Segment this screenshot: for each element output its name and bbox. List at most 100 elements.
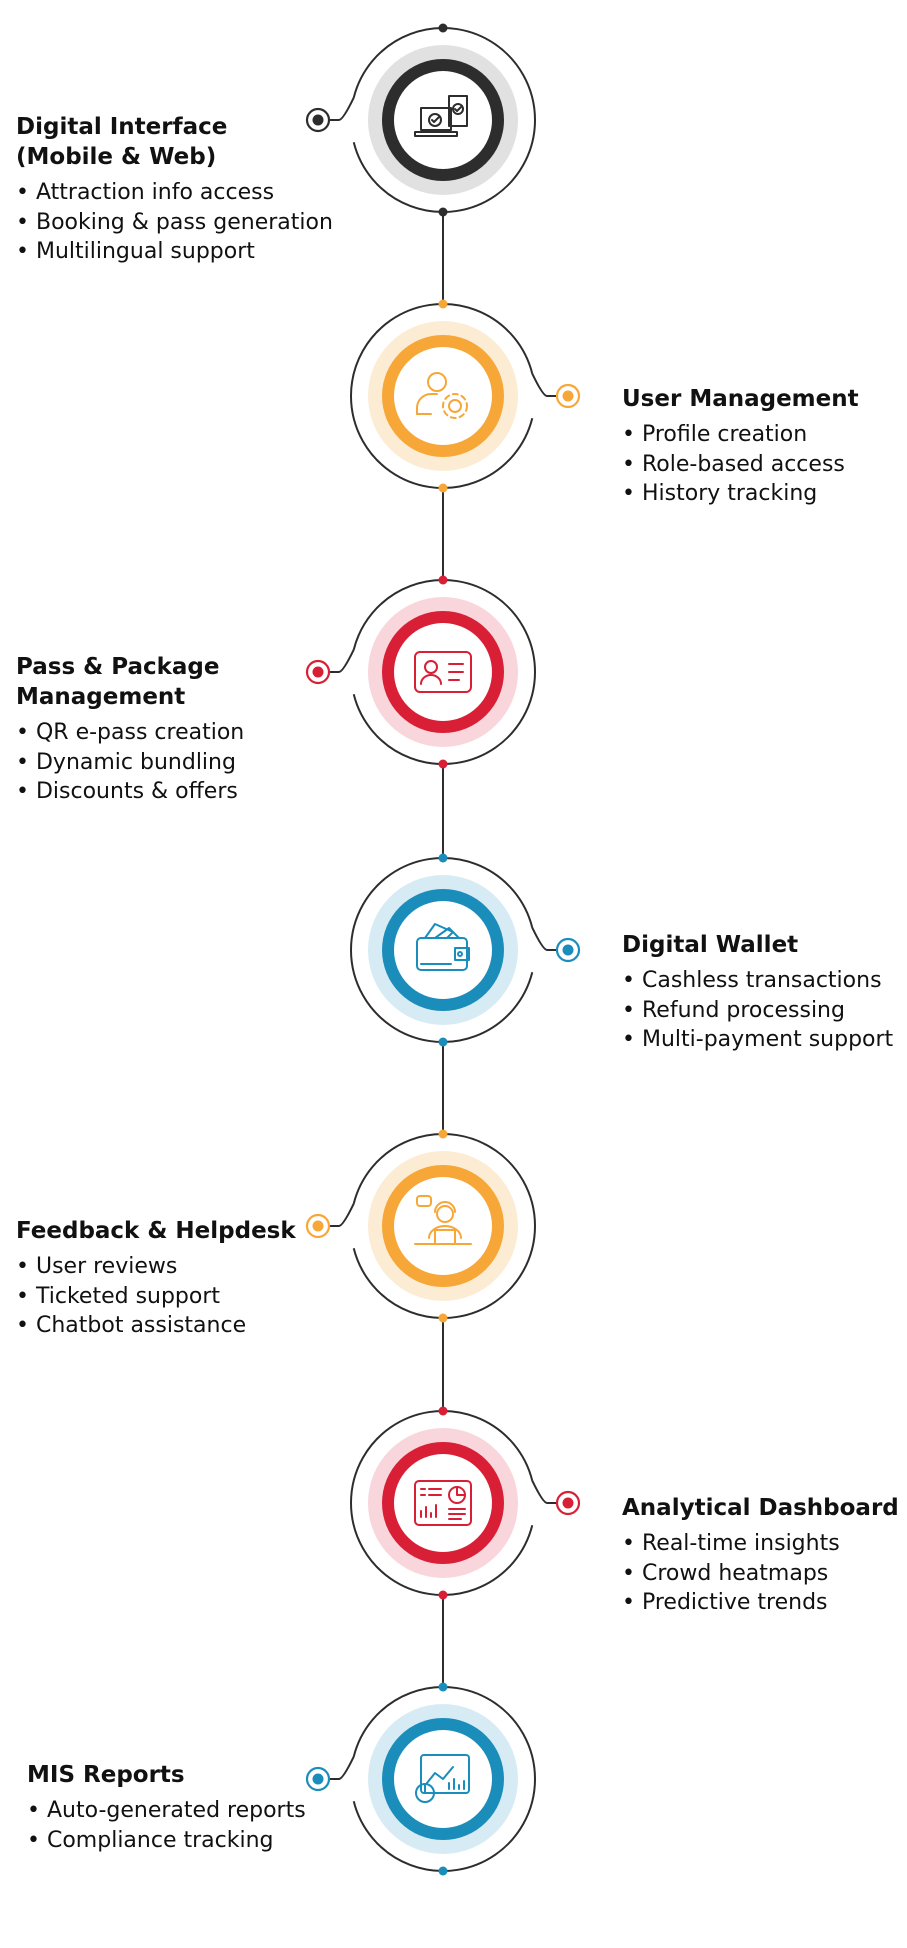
- step-title: Feedback & Helpdesk: [16, 1216, 296, 1246]
- bottom-dot: [438, 207, 448, 217]
- step-bullets: Attraction info accessBooking & pass gen…: [16, 178, 333, 267]
- bullet-item: Discounts & offers: [16, 777, 244, 807]
- stub-line: [328, 97, 355, 121]
- step-block-2: User ManagementProfile creationRole-base…: [622, 384, 859, 509]
- screen: [414, 1480, 472, 1526]
- bullet-item: Attraction info access: [16, 178, 333, 208]
- laptop-base: [414, 131, 458, 137]
- bottom-dot: [438, 483, 448, 493]
- step-title-line: Management: [16, 684, 186, 710]
- bullet-item: Multi-payment support: [622, 1025, 893, 1055]
- phone-outline: [448, 95, 468, 127]
- outer-arc: [352, 27, 536, 213]
- helpdesk-agent-icon: [414, 1195, 472, 1245]
- step-title-line: Digital Interface: [16, 114, 228, 140]
- gear-teeth: [442, 393, 468, 419]
- chat-bubble: [416, 1195, 432, 1207]
- step-block-6: Analytical DashboardReal-time insightsCr…: [622, 1493, 899, 1618]
- mini-bars: [448, 1778, 465, 1790]
- bottom-dot: [438, 1866, 448, 1876]
- stub-line: [328, 649, 355, 673]
- bullet-item: Chatbot assistance: [16, 1311, 296, 1341]
- outer-arc: [350, 303, 534, 489]
- id-card-icon: [414, 651, 472, 693]
- end-marker-dot: [562, 390, 574, 402]
- step-title-line: Analytical Dashboard: [622, 1495, 899, 1521]
- head: [427, 372, 447, 392]
- stub-line: [531, 927, 558, 951]
- outer-arc: [350, 1410, 534, 1596]
- step-bullets: Auto-generated reportsCompliance trackin…: [27, 1796, 306, 1855]
- inner-disc: [394, 347, 492, 445]
- step-node-2: [350, 299, 581, 493]
- bullet-item: QR e-pass creation: [16, 718, 244, 748]
- bullet-item: Profile creation: [622, 420, 859, 450]
- step-title-line: Pass & Package: [16, 654, 220, 680]
- board: [420, 1754, 470, 1794]
- wallet-icon: [416, 923, 470, 971]
- stub-line: [328, 1203, 355, 1227]
- outer-arc: [350, 857, 534, 1043]
- step-title-line: (Mobile & Web): [16, 144, 217, 170]
- bullet-item: User reviews: [16, 1252, 296, 1282]
- outer-arc: [352, 1686, 536, 1872]
- step-title: MIS Reports: [27, 1760, 306, 1790]
- card-head: [424, 660, 438, 674]
- top-dot: [438, 1682, 448, 1692]
- text-lines: [420, 1488, 442, 1496]
- dashboard-icon: [414, 1480, 472, 1526]
- laptop-screen: [420, 107, 452, 131]
- step-bullets: QR e-pass creationDynamic bundlingDiscou…: [16, 718, 244, 807]
- step-bullets: Real-time insightsCrowd heatmapsPredicti…: [622, 1529, 899, 1618]
- bullet-item: Role-based access: [622, 450, 859, 480]
- step-title-line: Digital Wallet: [622, 932, 799, 958]
- card-lines: [448, 663, 464, 681]
- end-marker-dot: [312, 1220, 324, 1232]
- step-title: Analytical Dashboard: [622, 1493, 899, 1523]
- end-marker-dot: [562, 944, 574, 956]
- agent-head: [436, 1205, 454, 1223]
- wallet-body: [416, 937, 468, 971]
- end-marker-dot: [312, 1773, 324, 1785]
- clasp-dot: [457, 951, 463, 957]
- card: [414, 651, 472, 693]
- pie-slice: [456, 1486, 466, 1496]
- trend-line: [426, 1766, 454, 1784]
- step-title-line: User Management: [622, 386, 859, 412]
- bullet-item: Booking & pass generation: [16, 208, 333, 238]
- step-bullets: Cashless transactionsRefund processingMu…: [622, 966, 893, 1055]
- bottom-dot: [438, 759, 448, 769]
- bullet-item: Dynamic bundling: [16, 748, 244, 778]
- bar-lines: [420, 1504, 437, 1518]
- check-circle: [428, 113, 442, 127]
- bottom-dot: [438, 1037, 448, 1047]
- stub-line: [328, 1756, 355, 1780]
- step-block-1: Digital Interface (Mobile & Web) Attractio…: [16, 112, 333, 267]
- bullet-item: Refund processing: [622, 996, 893, 1026]
- step-node-3: [305, 575, 536, 769]
- inner-disc: [394, 1454, 492, 1552]
- bottom-dot: [438, 1313, 448, 1323]
- step-title: User Management: [622, 384, 859, 414]
- report-chart-icon: [415, 1754, 470, 1803]
- inner-disc: [394, 71, 492, 169]
- step-block-7: MIS ReportsAuto-generated reportsComplia…: [27, 1760, 306, 1855]
- bullet-item: Auto-generated reports: [27, 1796, 306, 1826]
- step-title: Digital Interface (Mobile & Web): [16, 112, 333, 172]
- bullet-item: Real-time insights: [622, 1529, 899, 1559]
- bullet-item: History tracking: [622, 479, 859, 509]
- shoulders: [416, 393, 438, 415]
- bill-2: [434, 927, 460, 939]
- step-block-3: Pass & PackageManagementQR e-pass creati…: [16, 652, 244, 807]
- bullet-item: Crowd heatmaps: [622, 1559, 899, 1589]
- check-circle-2: [452, 103, 464, 115]
- top-dot: [438, 1406, 448, 1416]
- bullet-item: Predictive trends: [622, 1588, 899, 1618]
- outer-arc: [352, 1133, 536, 1319]
- gear-center: [448, 399, 462, 413]
- agent-body: [428, 1225, 462, 1239]
- bill-1: [424, 923, 454, 939]
- headset: [434, 1201, 456, 1213]
